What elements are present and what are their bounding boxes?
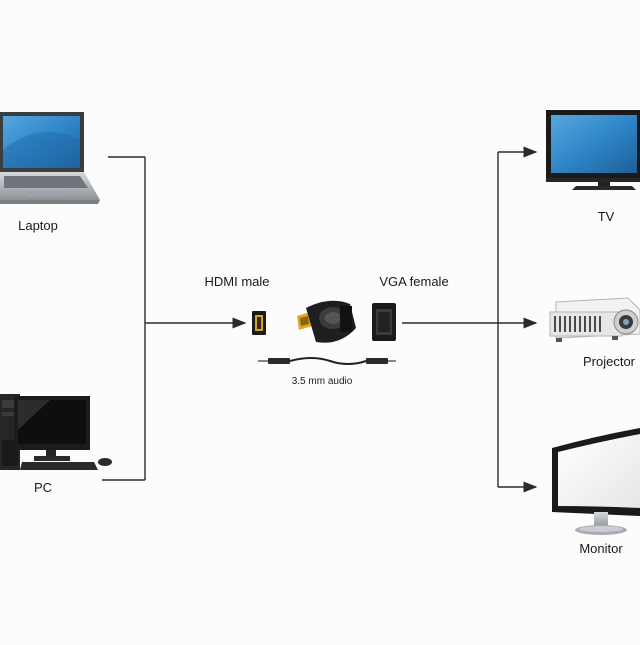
laptop-label: Laptop <box>18 218 58 233</box>
monitor-icon <box>552 428 640 535</box>
output-connector-lines <box>402 146 538 493</box>
tv-label: TV <box>597 209 615 224</box>
hdmi-male-label: HDMI male <box>204 274 270 289</box>
projector-icon <box>549 297 640 342</box>
hdmi-male-connector-icon <box>252 311 266 335</box>
tv-icon <box>546 110 640 190</box>
monitor-label: Monitor <box>579 541 623 556</box>
laptop-icon <box>0 112 100 204</box>
pc-icon <box>0 394 112 470</box>
projector-label: Projector <box>582 354 636 369</box>
vga-female-connector-icon <box>372 303 396 341</box>
pc-label: PC <box>33 480 53 495</box>
audio-label: 3.5 mm audio <box>291 376 353 387</box>
vga-female-label: VGA female <box>379 274 449 289</box>
hdmi-vga-adapter-icon <box>297 300 356 343</box>
input-connector-lines <box>102 156 247 481</box>
audio-cable-icon <box>258 357 396 365</box>
